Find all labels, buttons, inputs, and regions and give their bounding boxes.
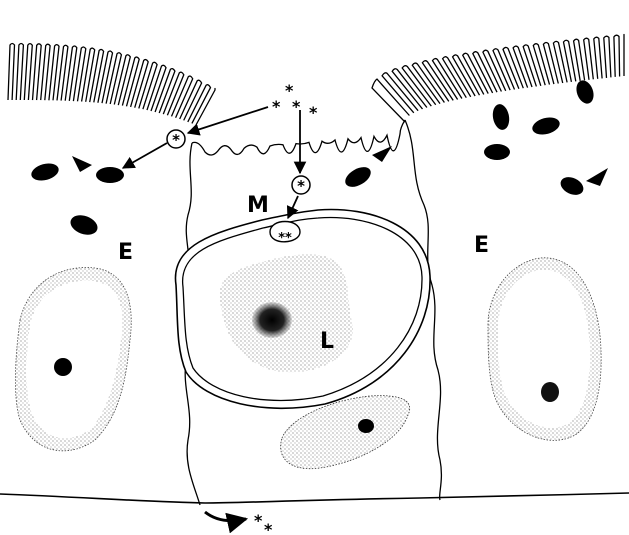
molecule-asterisk: * xyxy=(272,97,281,116)
pointer-arrowhead xyxy=(586,168,608,186)
granule xyxy=(491,103,511,131)
granule xyxy=(484,144,510,160)
granule xyxy=(96,167,124,183)
vesicle-asterisk: * xyxy=(297,177,305,195)
molecule-asterisk: * xyxy=(264,520,273,535)
vesicle-asterisk: * xyxy=(172,131,180,149)
arrow-basal-exit xyxy=(205,512,246,521)
granule xyxy=(68,212,100,238)
left-cell-nucleus xyxy=(15,268,131,451)
vesicle-left: * xyxy=(167,130,185,149)
molecule-asterisk: * xyxy=(292,97,301,116)
basement-membrane xyxy=(0,493,629,503)
label-e-right: E xyxy=(474,233,489,258)
left-microvilli xyxy=(8,44,215,126)
vacuole-l xyxy=(175,210,430,409)
vesicle-middle: * xyxy=(292,176,310,195)
granule xyxy=(342,163,374,191)
pointer-arrowhead xyxy=(72,156,92,172)
label-l: L xyxy=(320,329,334,354)
right-cell-nucleus xyxy=(488,258,601,441)
molecule-asterisk: * xyxy=(309,103,318,122)
label-m: M xyxy=(247,193,269,218)
arrow-to-left-granule xyxy=(123,143,167,168)
granule xyxy=(530,115,561,138)
granule xyxy=(558,174,587,199)
arrow-to-left-vesicle xyxy=(188,107,268,133)
central-cell-apical-membrane xyxy=(192,120,405,155)
microvilli-path xyxy=(8,44,215,126)
granule xyxy=(29,161,60,184)
pointer-arrowhead xyxy=(372,146,392,162)
molecule-asterisk: * xyxy=(254,511,263,530)
vacuole-dense-core xyxy=(252,302,292,338)
label-e-left: E xyxy=(118,240,133,265)
granule xyxy=(573,78,596,106)
fusion-asterisks: ** xyxy=(278,231,292,246)
